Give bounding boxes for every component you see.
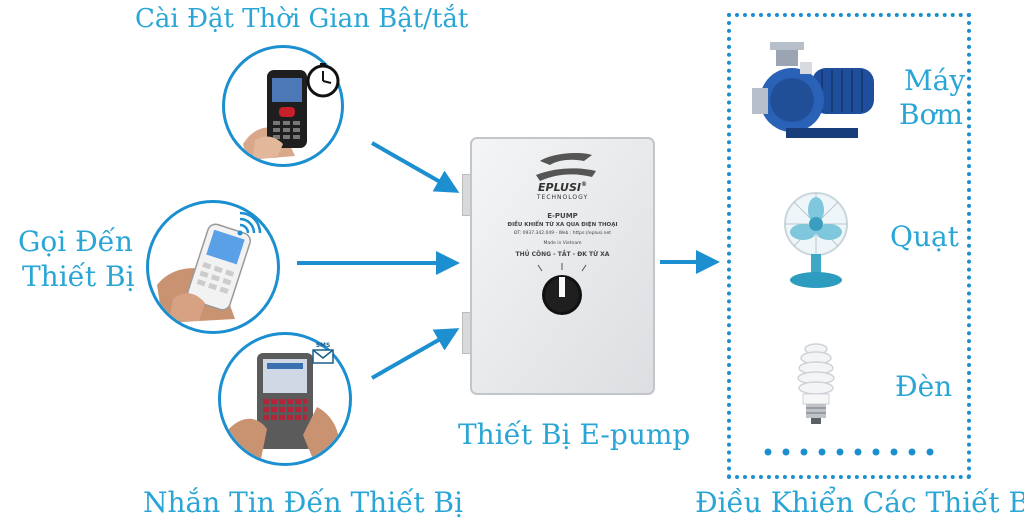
arrow-timer-to-device: [371, 141, 460, 193]
epump-device: EPLUSI® TECHNOLOGY E-PUMP ĐIỀU KHIỂN TỪ …: [470, 137, 655, 395]
device-mode-labels: THỦ CÔNG - TẮT - ĐK TỪ XA: [515, 251, 610, 258]
call-label-line2: Thiết Bị: [22, 260, 135, 293]
call-label-line1: Gọi Đến: [18, 225, 133, 258]
lamp-label: Đèn: [895, 370, 953, 403]
arrow-sms-to-device: [371, 328, 460, 380]
call-phone-circle: [146, 200, 280, 334]
timer-label: Cài Đặt Thời Gian Bật/tắt: [135, 4, 469, 34]
device-brand-sub: TECHNOLOGY: [536, 194, 589, 201]
control-label: Điều Khiển Các Thiết Bị: [695, 486, 1024, 519]
device-description: ĐIỀU KHIỂN TỪ XA QUA ĐIỆN THOẠI: [507, 222, 618, 228]
sms-badge-label: SMS: [315, 342, 331, 349]
pump-label-line2: Bơm: [899, 98, 963, 131]
device-label: Thiết Bị E-pump: [458, 418, 691, 451]
clock-icon: [306, 63, 340, 98]
sms-label: Nhắn Tin Đến Thiết Bị: [143, 486, 464, 519]
fan-label: Quạt: [890, 220, 959, 253]
light-bulb-icon: [797, 343, 835, 424]
sms-badge: SMS: [312, 342, 334, 366]
controlled-devices-box: [727, 13, 971, 479]
pump-label-line1: Máy: [904, 64, 966, 97]
mode-selector-knob[interactable]: [470, 257, 655, 337]
device-made-in: Made in Vietnam: [543, 241, 582, 246]
brand-name: EPLUSI: [538, 181, 581, 194]
envelope-icon: [312, 349, 334, 364]
more-devices-ellipsis: [764, 448, 934, 456]
fan-icon: [784, 192, 848, 288]
device-brand: EPLUSI®: [470, 181, 655, 194]
signal-waves-icon: [237, 211, 262, 236]
brand-mark: ®: [580, 181, 587, 188]
device-model: E-PUMP: [547, 212, 578, 220]
device-contact: ĐT: 0937.342.049 - Web : https://eplusi.…: [513, 231, 612, 236]
call-phone-illustration: [157, 223, 251, 323]
water-pump-icon: [752, 42, 874, 138]
timer-phone-illustration: [243, 70, 307, 160]
sms-phone-illustration: [225, 353, 339, 459]
